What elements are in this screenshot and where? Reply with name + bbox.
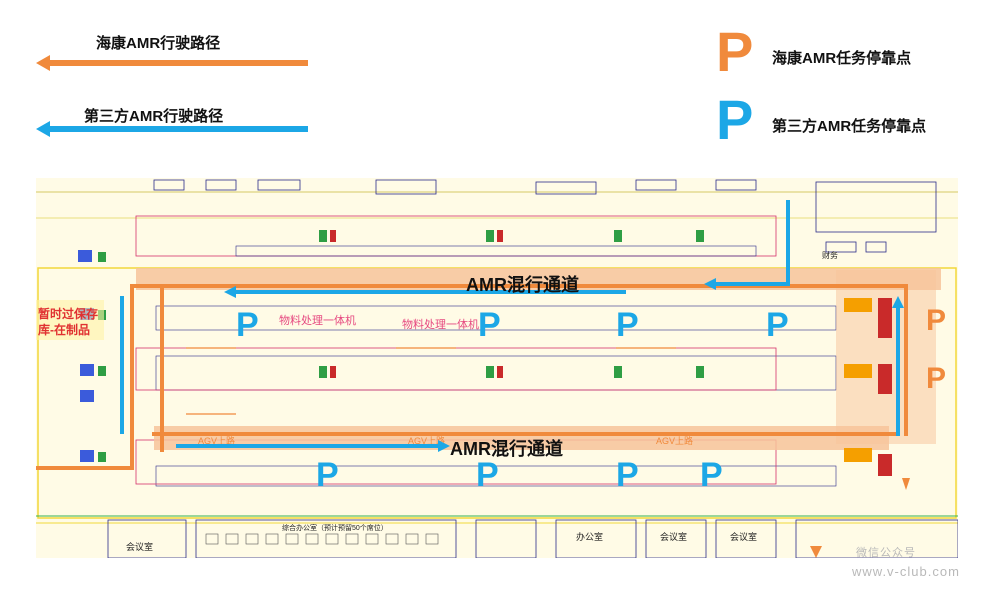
third-party-stop-markers: P P P P P P P P	[236, 306, 789, 494]
corridor-2-label: AMR混行通道	[450, 438, 563, 459]
legend-third-stop-icon: P	[716, 88, 754, 151]
hik-stop-2: P	[926, 362, 946, 395]
corridor-1-label: AMR混行通道	[466, 274, 579, 295]
right-stations	[844, 298, 872, 462]
line-label-2: 物料处理一体机	[402, 317, 479, 331]
legend-hik-stop-label: 海康AMR任务停靠点	[772, 50, 912, 67]
legend-third-stop-label: 第三方AMR任务停靠点	[772, 118, 927, 135]
legend-hik-stop-icon: P	[716, 20, 754, 83]
third-stop-5: P	[316, 456, 339, 494]
office-3-label: 会议室	[730, 531, 757, 542]
hik-stop-1: P	[926, 304, 946, 337]
legend-third-route-label: 第三方AMR行驶路径	[84, 108, 224, 125]
office-1-label: 办公室	[576, 531, 603, 542]
third-stop-1: P	[236, 306, 259, 344]
left-notice-2: 库-在制品	[38, 322, 90, 337]
line-label-1: 物料处理一体机	[279, 313, 356, 327]
agv-tag-1: AGV上路	[198, 435, 235, 446]
agv-tag-3: AGV上路	[656, 435, 693, 446]
left-notice-1: 暂时过保存	[38, 306, 98, 321]
office-area	[107, 519, 958, 558]
third-stop-4: P	[766, 306, 789, 344]
office-2-label: 会议室	[660, 531, 687, 542]
legend-third-route-arrow	[36, 121, 308, 137]
watermark-site: www.v-club.com	[852, 564, 960, 579]
meeting-room-label: 会议室	[126, 541, 153, 552]
third-stop-2: P	[478, 306, 501, 344]
legend-hik-route-label: 海康AMR行驶路径	[96, 35, 221, 52]
top-equipment-row	[153, 179, 937, 253]
third-stop-3: P	[616, 306, 639, 344]
third-stop-7: P	[616, 456, 639, 494]
third-stop-8: P	[700, 456, 723, 494]
factory-floor-plan: 暂时过保存 库-在制品 物料处理一体机 物料处理一体机 AGV上路 AGV上路 …	[36, 178, 958, 558]
third-party-route-network	[120, 200, 900, 448]
agv-tag-2: AGV上路	[408, 435, 445, 446]
hik-stop-markers: P P	[926, 304, 946, 395]
watermark-brand: 微信公众号	[856, 547, 916, 559]
third-stop-6: P	[476, 456, 499, 494]
right-room-label: 财务	[822, 250, 838, 260]
office-label: 综合办公室（预计预留50个席位）	[282, 523, 388, 532]
legend-hik-route-arrow	[36, 55, 308, 71]
